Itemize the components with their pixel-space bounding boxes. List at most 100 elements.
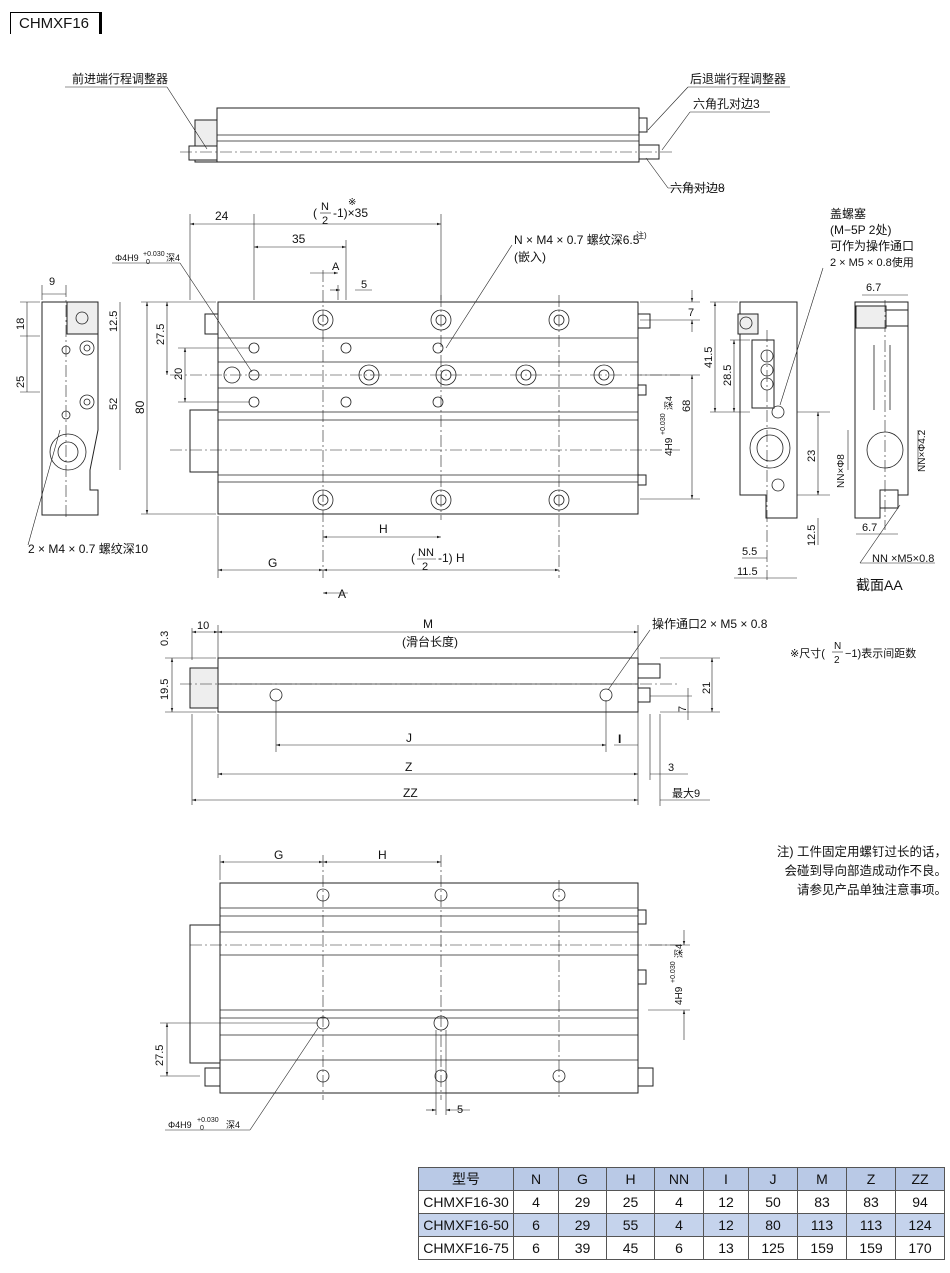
formula-paren: ( — [313, 206, 317, 220]
table-cell: 4 — [654, 1190, 704, 1214]
table-cell: 83 — [846, 1190, 896, 1214]
pin-hole-top-tol-zero: 0 — [146, 259, 150, 266]
table-header: Z — [846, 1167, 896, 1191]
plug-label-1: 盖螺塞 — [830, 206, 866, 221]
dim-10: 10 — [197, 620, 209, 632]
section-a-bottom: A — [338, 587, 346, 601]
table-cell: 50 — [748, 1190, 798, 1214]
table-cell: 94 — [895, 1190, 945, 1214]
pitch-note-d: 2 — [834, 655, 840, 666]
pitch-note-n: N — [834, 641, 841, 652]
dim-68: 68 — [681, 400, 693, 412]
slide-length-label: (滑台长度) — [402, 634, 458, 649]
formula-nn-rest: -1) H — [438, 551, 465, 565]
table-cell: CHMXF16-75 — [418, 1236, 514, 1260]
dim-20: 20 — [173, 368, 185, 380]
table-row: CHMXF16-50 6 29 55 4 12 80 113 113 124 — [418, 1213, 945, 1237]
table-header-row: 型号 N G H NN I J M Z ZZ — [418, 1167, 945, 1191]
dim-21: 21 — [701, 682, 713, 694]
tol-plus-front: +0.030 — [660, 413, 667, 435]
table-cell: 159 — [797, 1236, 847, 1260]
table-row: CHMXF16-75 6 39 45 6 13 125 159 159 170 — [418, 1236, 945, 1260]
table-row: CHMXF16-30 4 29 25 4 12 50 83 83 94 — [418, 1190, 945, 1214]
table-header: 型号 — [418, 1167, 514, 1191]
dim-h: H — [379, 522, 388, 536]
dim-g: G — [268, 556, 277, 570]
pin-hole-top-tol-plus: +0.030 — [143, 251, 165, 258]
table-cell: 83 — [797, 1190, 847, 1214]
table-cell: CHMXF16-50 — [418, 1213, 514, 1237]
table-cell: 113 — [846, 1213, 896, 1237]
dim-zz: ZZ — [403, 786, 418, 800]
dim-0-3: 0.3 — [159, 631, 171, 646]
dim-35: 35 — [292, 232, 306, 246]
dim-m: M — [423, 617, 433, 631]
dim-12-5-end: 12.5 — [806, 525, 818, 546]
max9-label: 最大9 — [672, 786, 700, 800]
work-note-line: 请参见产品单独注意事项。 — [796, 883, 947, 897]
port-label: 操作通口2 × M5 × 0.8 — [652, 616, 768, 631]
pin-hole-bottom-label: Φ4H9 — [168, 1120, 192, 1130]
table-cell: 12 — [703, 1190, 749, 1214]
section-aa-view: 6.7 NN×Φ8 NN×Φ4.2 6.7 NN ×M5×0.8 截面AA — [836, 282, 935, 593]
bottom-view: 10 M (滑台长度) 0.3 19.5 21 7 J I Z 3 ZZ 最大9… — [159, 616, 768, 806]
table-header: G — [558, 1167, 607, 1191]
spec-table: 型号 N G H NN I J M Z ZZ CHMXF16-30 4 29 2… — [418, 1167, 945, 1260]
table-cell: 6 — [513, 1236, 559, 1260]
table-header: NN — [654, 1167, 704, 1191]
dim-7-front: 7 — [688, 307, 694, 319]
work-note-line: 会碰到导向部造成动作不良。 — [784, 864, 947, 878]
hex-hole-label: 六角孔对边3 — [693, 97, 760, 111]
lower-front-view: G H 27.5 5 4H9 +0.030 深4 Φ4H9 +0.030 0 深… — [154, 848, 690, 1132]
front-view: 24 35 ( N 2 -1)×35 ※ A 5 80 20 27.5 7 68 — [112, 197, 700, 601]
dim-i: I — [618, 732, 621, 746]
dim-5: 5 — [361, 279, 367, 291]
dim-6-7-bottom: 6.7 — [862, 522, 877, 534]
work-note: 注) 工件固定用螺钉过长的话， 会碰到导向部造成动作不良。 请参见产品单独注意事… — [757, 843, 947, 900]
formula-n: N — [321, 201, 329, 213]
table-cell: 125 — [748, 1236, 798, 1260]
dim-5-lower: 5 — [457, 1104, 463, 1116]
table-cell: 45 — [606, 1236, 655, 1260]
table-cell: 6 — [654, 1236, 704, 1260]
dim-27-5-lower: 27.5 — [154, 1045, 166, 1066]
table-cell: 29 — [558, 1213, 607, 1237]
table-cell: 4 — [513, 1190, 559, 1214]
table-cell: 80 — [748, 1213, 798, 1237]
dim-27-5: 27.5 — [155, 324, 167, 345]
table-cell: 12 — [703, 1213, 749, 1237]
dim-80: 80 — [133, 400, 147, 414]
tol-vertical-front: 4H9 — [664, 437, 675, 456]
dim-12-5: 12.5 — [108, 311, 120, 332]
section-aa-title: 截面AA — [856, 577, 903, 593]
top-view: 前进端行程调整器 后退端行程调整器 六角孔对边3 六角对边8 — [65, 71, 790, 195]
front-adjuster-label: 前进端行程调整器 — [72, 71, 168, 86]
tapped-holes-note: 注) — [636, 230, 647, 240]
table-header: H — [606, 1167, 655, 1191]
table-header: I — [703, 1167, 749, 1191]
dim-9: 9 — [49, 276, 55, 288]
right-end-view: 41.5 28.5 23 12.5 5.5 11.5 盖螺塞 (M−5P 2处)… — [703, 206, 914, 580]
table-header: N — [513, 1167, 559, 1191]
plug-label-3: 可作为操作通口 — [830, 238, 914, 253]
table-cell: 159 — [846, 1236, 896, 1260]
pitch-note-prefix: ※尺寸( — [790, 646, 825, 660]
formula-nn-n: NN — [418, 547, 434, 559]
dim-28-5: 28.5 — [722, 365, 734, 386]
table-header: M — [797, 1167, 847, 1191]
dim-18: 18 — [15, 318, 27, 330]
dim-7-bottom: 7 — [677, 706, 689, 712]
dim-3: 3 — [668, 762, 674, 774]
tol-vertical-lower: 4H9 — [674, 986, 685, 1005]
pin-hole-bottom-tol-zero: 0 — [200, 1125, 204, 1132]
table-cell: 6 — [513, 1213, 559, 1237]
dim-5-5: 5.5 — [742, 546, 757, 558]
model-title: CHMXF16 — [10, 12, 102, 34]
formula-nn-d: 2 — [422, 561, 428, 573]
pitch-note: ※尺寸( N 2 −1)表示间距数 — [790, 641, 916, 666]
side-thread-label: 2 × M4 × 0.7 螺纹深10 — [28, 542, 148, 556]
work-note-line: 注) 工件固定用螺钉过长的话， — [776, 845, 947, 859]
tapped-holes-embed: (嵌入) — [514, 250, 546, 264]
plug-label-2: (M−5P 2处) — [830, 223, 891, 237]
